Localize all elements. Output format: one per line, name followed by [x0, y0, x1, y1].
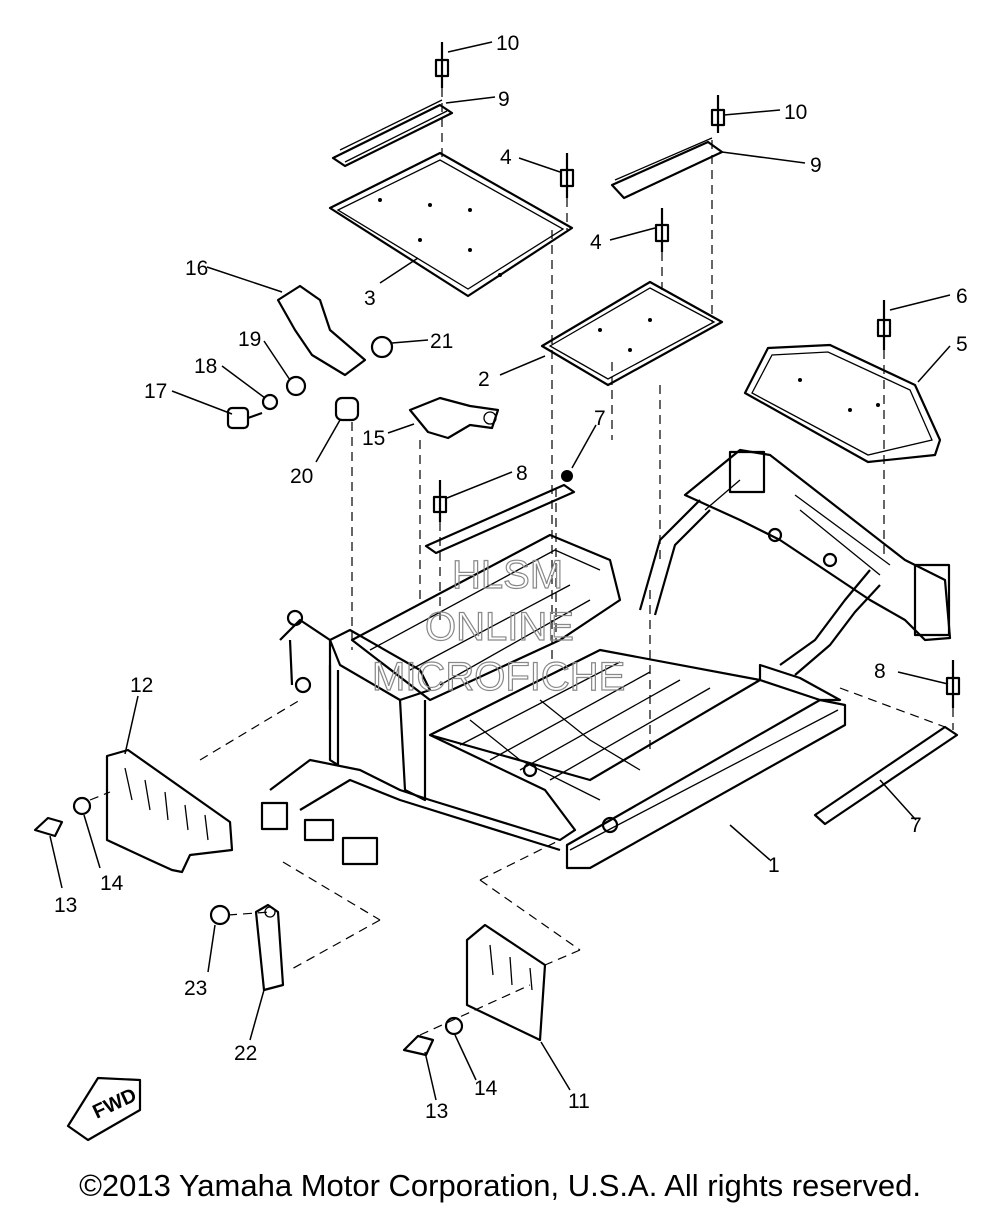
callout-17: 17 [144, 380, 167, 403]
callout-labels: 10 9 10 9 4 4 6 5 3 16 19 21 18 2 17 15 … [54, 32, 968, 1123]
part-22-strap [254, 903, 285, 992]
callout-19: 19 [238, 328, 261, 351]
callout-21: 21 [430, 330, 453, 353]
callout-4-lower: 4 [590, 231, 602, 254]
callout-20: 20 [290, 465, 313, 488]
part-3-left-panel [328, 151, 574, 298]
callout-22: 22 [234, 1042, 257, 1065]
part-13-14-lower [402, 1016, 464, 1057]
callout-2: 2 [478, 368, 490, 391]
part-15-arm [408, 396, 500, 440]
callout-14-left: 14 [100, 872, 124, 895]
part-12-guard [105, 748, 234, 874]
callout-10-left: 10 [496, 32, 519, 55]
screw-8-right [945, 660, 961, 708]
screw-8-upper [432, 480, 448, 522]
fwd-label: FWD [89, 1084, 140, 1123]
part-18-washer [261, 393, 279, 411]
callout-4-upper: 4 [500, 146, 512, 169]
part-23-grommet [209, 904, 231, 926]
part-7-lower-rail [813, 725, 959, 826]
callout-10-right: 10 [784, 101, 807, 124]
copyright-notice: ©2013 Yamaha Motor Corporation, U.S.A. A… [79, 1168, 921, 1203]
part-9-left-rail [331, 99, 454, 168]
part-16-bracket [276, 284, 367, 377]
callout-3: 3 [364, 287, 376, 310]
callout-7-lower: 7 [910, 814, 922, 837]
alignment-lines [89, 88, 954, 1036]
part-2-middle-panel [540, 280, 724, 387]
part-17-bolt [226, 406, 263, 430]
callout-9-right: 9 [810, 154, 822, 177]
callout-12: 12 [130, 674, 153, 697]
callout-23: 23 [184, 977, 207, 1000]
callout-13-left: 13 [54, 894, 77, 917]
part-19-nut [285, 375, 307, 397]
callout-1: 1 [768, 854, 780, 877]
part-21-grommet [370, 335, 394, 359]
watermark-line-2: ONLINE [425, 605, 574, 649]
part-20-collar [334, 396, 360, 422]
callout-16: 16 [185, 257, 208, 280]
part-7-upper-rail [424, 470, 576, 555]
screw-10-left [434, 42, 450, 88]
part-9-right-rail [610, 137, 724, 200]
screw-4-upper [559, 153, 575, 198]
watermark-line-3: MICROFICHE [372, 655, 625, 699]
callout-9-left: 9 [498, 88, 510, 111]
callout-6: 6 [956, 285, 968, 308]
callout-18: 18 [194, 355, 217, 378]
callout-11: 11 [568, 1090, 590, 1113]
screw-10-right [710, 95, 726, 133]
part-1-main-frame [260, 448, 952, 870]
fwd-arrow-icon: FWD [66, 1076, 142, 1142]
watermark: HLSM ONLINE MICROFICHE [371, 552, 626, 699]
callout-7-upper: 7 [594, 407, 606, 430]
callout-13-lower: 13 [425, 1100, 448, 1123]
callout-8-upper: 8 [516, 462, 528, 485]
part-13-14-left [33, 796, 92, 838]
part-5-right-panel [743, 343, 942, 464]
screw-6 [876, 300, 892, 350]
callout-8-right: 8 [874, 660, 886, 683]
screw-4-lower [654, 208, 670, 252]
callout-15: 15 [362, 427, 385, 450]
callout-5: 5 [956, 333, 968, 356]
part-11-guard [465, 923, 547, 1042]
watermark-line-1: HLSM [452, 553, 563, 597]
callout-14-lower: 14 [474, 1077, 498, 1100]
leader-lines [49, 41, 951, 1101]
